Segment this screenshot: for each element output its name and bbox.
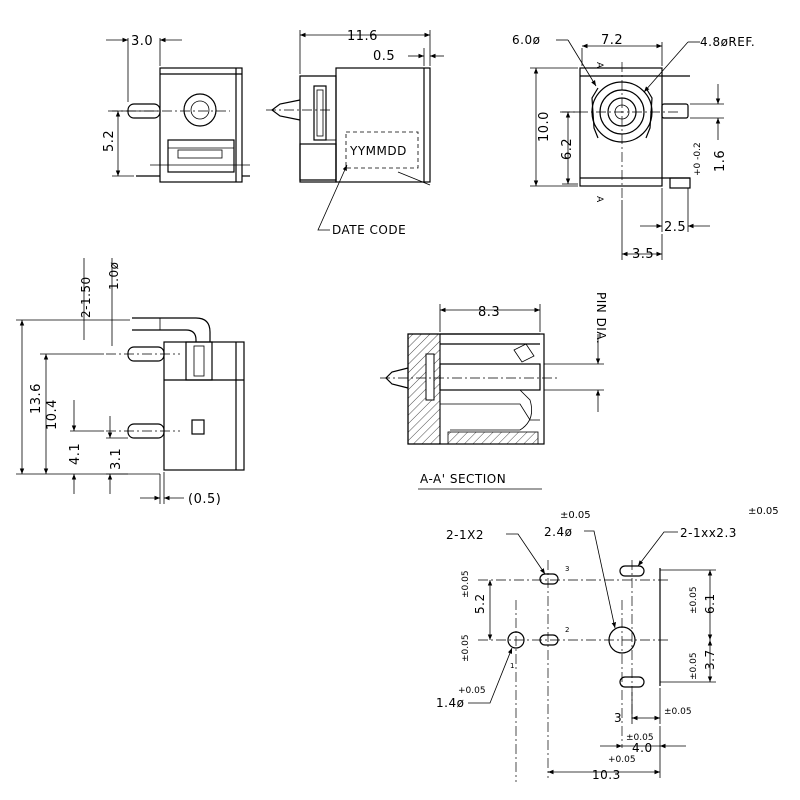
dim-front-d2: 4.8øREF. [700, 35, 755, 49]
section-mark-top: A [594, 62, 604, 69]
dim-front-pin-width: 3.5 [632, 247, 654, 262]
pcb-3-label: 3 [614, 711, 622, 725]
date-code-stamp: YYMMDD [349, 144, 407, 158]
view-pcb-layout: 3 2 1 2-1X2 ±0.05 2.4ø ±0.05 2-1xx2.3 ±0… [436, 506, 779, 782]
pcb-40-label: 4.0 [632, 741, 653, 755]
pin-1-label: 1 [510, 662, 514, 670]
view-section: 8.3 PIN DIA. A-A' SECTION [380, 292, 608, 490]
pcb-tol-a: ±0.05 [461, 634, 471, 662]
pcb-40-tol: ±0.05 [626, 733, 654, 743]
pin-2-label: 2 [565, 626, 569, 634]
pcb-103-tol: +0.05 [608, 755, 636, 765]
dim-front-pin-tol: +0 -0.2 [693, 142, 703, 176]
pcb-hole-label: 2.4ø [544, 525, 572, 539]
pcb-slot-bottom [619, 676, 645, 688]
dim-section-length: 8.3 [478, 305, 500, 320]
pcb-hole-tol: ±0.05 [560, 510, 591, 521]
view-side: YYMMDD 11.6 0.5 DATE CODE [266, 29, 444, 237]
dim-side2-h2: 10.4 [45, 399, 60, 430]
pin-dia-label: PIN DIA. [594, 292, 608, 344]
pcb-slot-2 [539, 634, 559, 646]
pcb-14-tol: +0.05 [458, 686, 486, 696]
dim-front-height: 10.0 [537, 111, 552, 142]
pcb-37-tol: ±0.05 [689, 652, 699, 680]
pcb-slot-3 [539, 573, 559, 585]
pcb-slot1-label: 2-1X2 [446, 528, 484, 542]
pcb-61-tol: ±0.05 [689, 586, 699, 614]
pcb-61-label: 6.1 [703, 593, 717, 614]
dim-side2-h4: 3.1 [109, 448, 124, 470]
date-code-label: DATE CODE [332, 223, 406, 237]
dim-side-length: 11.6 [347, 29, 378, 44]
section-mark-bottom: A [594, 196, 604, 203]
dim-side2-dia: 1.0ø [107, 262, 121, 290]
dim-side2-h3: 4.1 [68, 443, 83, 465]
dim-side2-gap: (0.5) [188, 492, 221, 507]
pcb-103-label: 10.3 [592, 768, 621, 782]
pcb-14-label: 1.4ø [436, 696, 464, 710]
section-title: A-A' SECTION [420, 472, 506, 486]
dim-top-left-height: 5.2 [102, 130, 117, 152]
pcb-52-tol: ±0.05 [461, 570, 471, 598]
pcb-hole-1 [507, 631, 525, 649]
dim-front-width: 7.2 [601, 33, 623, 48]
view-side-2: 2-1.50 1.0ø 13.6 10.4 4.1 3.1 (0.5) [16, 258, 245, 507]
pcb-slot2-label: 2-1xx2.3 [680, 526, 737, 540]
pcb-hole-center [608, 626, 636, 654]
dim-side2-height: 13.6 [29, 383, 44, 414]
dim-side-gap: 0.5 [373, 49, 395, 64]
dim-front-d1: 6.0ø [512, 33, 540, 47]
pcb-37-label: 3.7 [703, 649, 717, 670]
pcb-52-label: 5.2 [473, 593, 487, 614]
view-back: 3.0 5.2 [102, 34, 250, 183]
pcb-slot2-tol: ±0.05 [748, 506, 779, 517]
dim-front-pin-pos: 2.5 [664, 220, 686, 235]
dim-top-left-width: 3.0 [131, 34, 153, 49]
dim-front-inner: 6.2 [560, 138, 575, 160]
view-front: 6.0ø 7.2 4.8øREF. A A 10.0 6.2 +0 -0.2 1… [512, 33, 755, 262]
pcb-slot-top [619, 565, 645, 577]
pin-3-label: 3 [565, 565, 569, 573]
pcb-3-tol: ±0.05 [664, 707, 692, 717]
dim-side2-slots: 2-1.50 [79, 276, 93, 318]
dim-front-pin: 1.6 [713, 150, 728, 172]
